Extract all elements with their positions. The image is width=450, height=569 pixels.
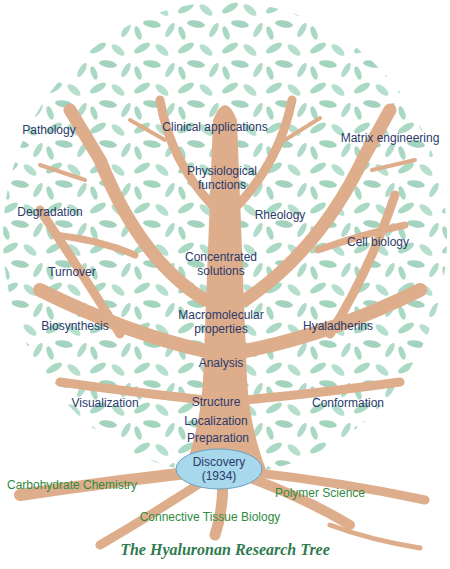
branch-label: Rheology <box>255 208 306 222</box>
trunk <box>183 105 267 472</box>
branch-label: Concentrated solutions <box>176 250 266 278</box>
discovery-ellipse: Discovery (1934) <box>175 448 263 490</box>
branch-label: Preparation <box>187 431 249 445</box>
foliage <box>0 0 450 480</box>
branch-label: Visualization <box>71 396 138 410</box>
branch-label: Structure <box>192 395 241 409</box>
branch-label: Turnover <box>48 265 96 279</box>
root-label: Polymer Science <box>275 486 365 500</box>
figure-caption: The Hyaluronan Research Tree <box>0 541 450 559</box>
branch-label: Degradation <box>17 205 82 219</box>
branch-label: Biosynthesis <box>41 319 108 333</box>
branch-label: Clinical applications <box>162 120 267 134</box>
branch-label: Localization <box>184 414 247 428</box>
root-label: Connective Tissue Biology <box>140 510 281 524</box>
branch-label: Matrix engineering <box>341 131 440 145</box>
branch-label: Analysis <box>199 356 244 370</box>
branch-label: Cell biology <box>347 235 409 249</box>
branch-label: Macromolecular properties <box>166 308 276 336</box>
branch-label: Physiological functions <box>172 164 272 192</box>
root-label: Carbohydrate Chemistry <box>7 478 137 492</box>
node-text: Discovery (1934) <box>188 455 250 483</box>
branch-label: Hyaladherins <box>303 319 373 333</box>
branch-label: Pathology <box>22 123 75 137</box>
branch-label: Conformation <box>312 396 384 410</box>
